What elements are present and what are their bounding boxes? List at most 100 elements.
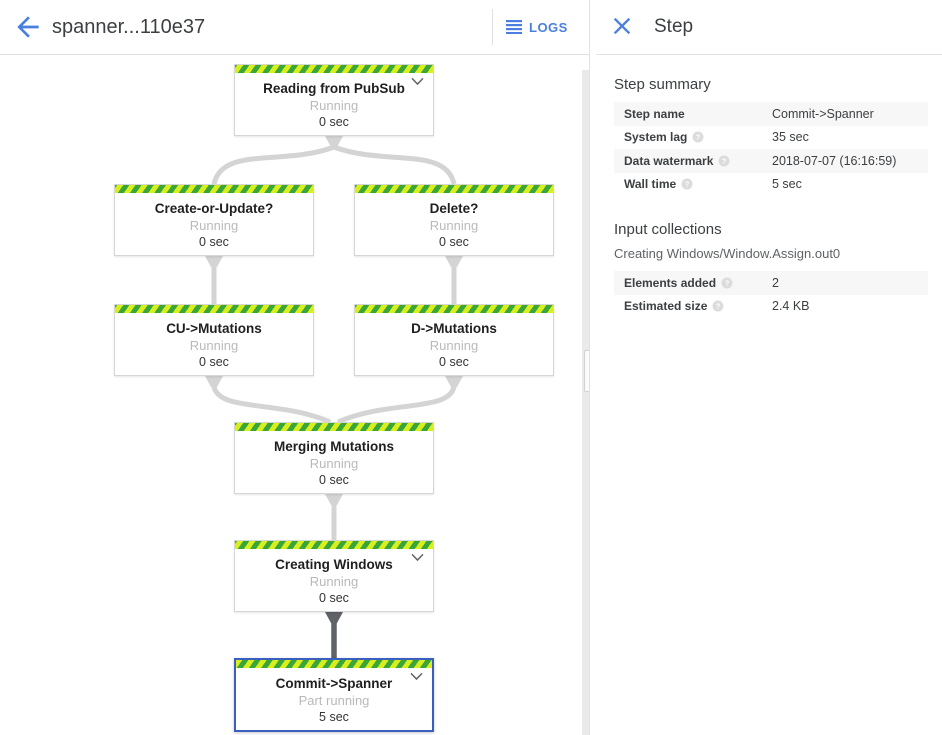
node-title: Commit->Spanner bbox=[276, 675, 393, 692]
detail-row: Wall time?5 sec bbox=[614, 173, 928, 197]
node-status-label: Running bbox=[430, 217, 478, 234]
node-status-label: Running bbox=[310, 573, 358, 590]
edge-pubsub-to-create-or-update bbox=[214, 147, 334, 184]
svg-text:?: ? bbox=[725, 278, 730, 287]
node-body: Creating WindowsRunning0 sec bbox=[235, 549, 433, 611]
graph-edges bbox=[0, 55, 590, 735]
node-body: D->MutationsRunning0 sec bbox=[355, 313, 553, 375]
node-status-label: Running bbox=[310, 97, 358, 114]
detail-row-label: Wall time? bbox=[614, 177, 772, 191]
edge-funnel-create-or-update bbox=[205, 256, 223, 267]
detail-row: System lag?35 sec bbox=[614, 126, 928, 150]
node-status-label: Running bbox=[190, 217, 238, 234]
logs-button[interactable]: LOGS bbox=[506, 13, 568, 41]
detail-row-label-text: Step name bbox=[624, 107, 685, 121]
edge-funnel-pubsub bbox=[325, 136, 343, 147]
edge-funnel-d-mutations bbox=[445, 376, 463, 387]
node-status-bar bbox=[236, 660, 432, 668]
help-icon[interactable]: ? bbox=[721, 277, 733, 289]
graph-node-d-mutations[interactable]: D->MutationsRunning0 sec bbox=[354, 304, 554, 376]
page-title: spanner...110e37 bbox=[52, 11, 205, 43]
detail-row: Estimated size?2.4 KB bbox=[614, 295, 928, 319]
node-elapsed-time: 5 sec bbox=[319, 709, 349, 725]
detail-row-label-text: Estimated size bbox=[624, 299, 707, 313]
close-icon[interactable] bbox=[608, 12, 636, 40]
edge-funnel-cu-mutations bbox=[205, 376, 223, 387]
edge-cu-mutations-to-merging-mutations bbox=[214, 387, 330, 422]
step-panel-title: Step bbox=[654, 11, 693, 43]
help-icon[interactable]: ? bbox=[718, 155, 730, 167]
node-title: CU->Mutations bbox=[166, 320, 262, 337]
node-body: Merging MutationsRunning0 sec bbox=[235, 431, 433, 493]
chevron-down-icon[interactable] bbox=[411, 77, 424, 86]
toolbar-divider bbox=[492, 9, 493, 45]
input-collection-name: Creating Windows/Window.Assign.out0 bbox=[614, 246, 840, 261]
help-icon[interactable]: ? bbox=[692, 131, 704, 143]
node-elapsed-time: 0 sec bbox=[439, 234, 469, 250]
graph-node-merging-mutations[interactable]: Merging MutationsRunning0 sec bbox=[234, 422, 434, 494]
detail-row: Step name Commit->Spanner bbox=[614, 102, 928, 126]
detail-row-label-text: System lag bbox=[624, 130, 687, 144]
node-body: Reading from PubSubRunning0 sec bbox=[235, 73, 433, 135]
edge-funnel-creating-windows bbox=[325, 612, 343, 623]
detail-row-label-text: Wall time bbox=[624, 177, 676, 191]
detail-row-label: Step name bbox=[614, 107, 772, 121]
help-icon[interactable]: ? bbox=[712, 300, 724, 312]
node-title: Delete? bbox=[430, 200, 479, 217]
step-summary-table: Step nameCommit->SpannerSystem lag?35 se… bbox=[614, 102, 928, 196]
edge-funnel-merging-mutations bbox=[325, 494, 343, 505]
detail-row-value: 5 sec bbox=[772, 177, 802, 191]
edge-pubsub-to-delete bbox=[334, 147, 454, 184]
step-panel-header: Step bbox=[596, 0, 942, 55]
chevron-down-icon[interactable] bbox=[411, 553, 424, 562]
job-graph-pane: spanner...110e37 LOGS Reading from PubS bbox=[0, 0, 590, 735]
node-body: Commit->SpannerPart running5 sec bbox=[236, 668, 432, 730]
node-title: Merging Mutations bbox=[274, 438, 394, 455]
detail-row-label: Estimated size? bbox=[614, 299, 772, 313]
node-status-bar bbox=[115, 185, 313, 193]
detail-row: Elements added? 2 bbox=[614, 271, 928, 295]
step-summary-heading: Step summary bbox=[614, 76, 711, 93]
logs-list-icon bbox=[506, 20, 522, 34]
svg-text:?: ? bbox=[716, 302, 721, 311]
node-body: Delete?Running0 sec bbox=[355, 193, 553, 255]
node-status-bar bbox=[235, 541, 433, 549]
graph-node-delete[interactable]: Delete?Running0 sec bbox=[354, 184, 554, 256]
detail-row-label-text: Data watermark bbox=[624, 154, 713, 168]
graph-node-cu-mutations[interactable]: CU->MutationsRunning0 sec bbox=[114, 304, 314, 376]
node-title: Create-or-Update? bbox=[155, 200, 274, 217]
job-graph-canvas[interactable]: Reading from PubSubRunning0 secCreate-or… bbox=[0, 55, 590, 735]
top-toolbar: spanner...110e37 LOGS bbox=[0, 0, 590, 55]
detail-row-value: 35 sec bbox=[772, 130, 809, 144]
svg-text:?: ? bbox=[685, 180, 690, 189]
detail-row-value: Commit->Spanner bbox=[772, 107, 874, 121]
step-detail-pane: Step Step summary Step name Commit->Spann… bbox=[596, 0, 942, 735]
graph-node-create-or-update[interactable]: Create-or-Update?Running0 sec bbox=[114, 184, 314, 256]
graph-node-commit-spanner[interactable]: Commit->SpannerPart running5 sec bbox=[234, 658, 434, 732]
chevron-down-icon[interactable] bbox=[410, 672, 423, 681]
edge-d-mutations-to-merging-mutations bbox=[338, 387, 454, 422]
node-elapsed-time: 0 sec bbox=[319, 590, 349, 606]
detail-row-label: System lag? bbox=[614, 130, 772, 144]
help-icon[interactable]: ? bbox=[681, 178, 693, 190]
node-body: Create-or-Update?Running0 sec bbox=[115, 193, 313, 255]
input-collections-table: Elements added? 2Estimated size?2.4 KB bbox=[614, 271, 928, 318]
detail-row-label-text: Elements added bbox=[624, 276, 716, 290]
node-title: Creating Windows bbox=[275, 556, 393, 573]
detail-row-value: 2018-07-07 (16:16:59) bbox=[772, 154, 896, 168]
node-elapsed-time: 0 sec bbox=[319, 114, 349, 130]
detail-row-value: 2 bbox=[772, 276, 779, 290]
graph-node-reading-from-pubsub[interactable]: Reading from PubSubRunning0 sec bbox=[234, 64, 434, 136]
node-status-label: Running bbox=[190, 337, 238, 354]
node-status-label: Running bbox=[430, 337, 478, 354]
node-title: D->Mutations bbox=[411, 320, 497, 337]
node-status-bar bbox=[235, 65, 433, 73]
pane-divider bbox=[589, 0, 590, 735]
node-status-label: Running bbox=[310, 455, 358, 472]
graph-node-creating-windows[interactable]: Creating WindowsRunning0 sec bbox=[234, 540, 434, 612]
node-elapsed-time: 0 sec bbox=[199, 354, 229, 370]
detail-row-label: Data watermark? bbox=[614, 154, 772, 168]
node-status-label: Part running bbox=[299, 692, 370, 709]
back-arrow-icon[interactable] bbox=[12, 11, 44, 43]
